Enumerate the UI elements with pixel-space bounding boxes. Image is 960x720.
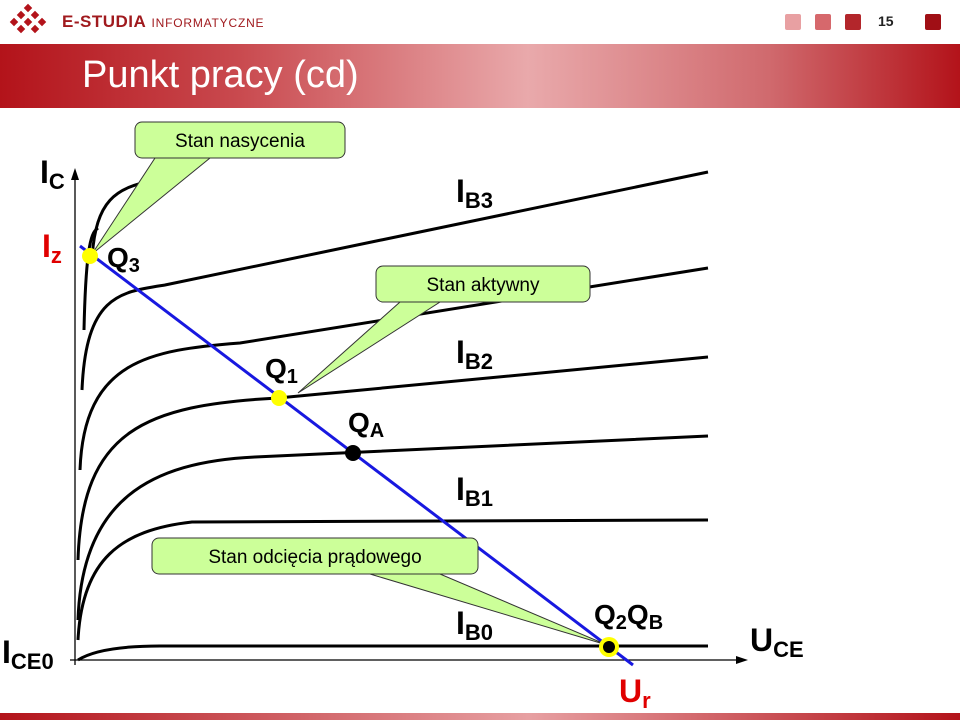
- label-iz: Iz: [42, 228, 62, 268]
- slide-title: Punkt pracy (cd): [82, 54, 359, 96]
- label-uce: UCE: [750, 622, 804, 662]
- nav-square-4: [925, 14, 941, 30]
- callout-active-text: Stan aktywny: [427, 275, 540, 296]
- title-bar: [0, 44, 960, 108]
- callout-saturation: Stan nasycenia: [91, 121, 346, 255]
- label-ic: IC: [40, 154, 65, 194]
- x-axis-arrow-icon: [736, 656, 748, 664]
- output-characteristics-diagram: Stan nasycenia Stan aktywny Stan odcięci…: [0, 108, 960, 713]
- curve-4: [76, 434, 709, 621]
- label-ib2: IB2: [456, 334, 493, 374]
- brand-sub: INFORMATYCZNE: [151, 16, 265, 30]
- curve-2: [78, 266, 709, 471]
- label-ib1: IB1: [456, 471, 493, 511]
- slide-header: E-STUDIA INFORMATYCZNE 15: [0, 0, 960, 44]
- nav-square-2: [815, 14, 831, 30]
- nav-square-3: [845, 14, 861, 30]
- footer-bar: [0, 713, 960, 720]
- point-q2qb: [603, 641, 615, 653]
- estudia-logo-icon: [9, 3, 47, 34]
- curve-3: [76, 355, 709, 561]
- curve-0: [82, 226, 99, 331]
- label-ib0: IB0: [456, 605, 493, 645]
- label-q1: Q1: [265, 353, 298, 388]
- point-q3: [82, 248, 98, 264]
- callout-saturation-text: Stan nasycenia: [175, 131, 305, 152]
- brand-main: E-STUDIA: [62, 12, 147, 31]
- label-q2qb: Q2QB: [594, 599, 663, 634]
- curve-ib0: [77, 644, 708, 662]
- page-number: 15: [878, 13, 894, 29]
- curve-5: [76, 518, 709, 641]
- callout-active: Stan aktywny: [297, 265, 591, 394]
- callout-cutoff: Stan odcięcia prądowego: [151, 537, 608, 646]
- nav-square-1: [785, 14, 801, 30]
- callout-cutoff-text: Stan odcięcia prądowego: [208, 547, 421, 568]
- label-ice0: ICE0: [2, 634, 54, 674]
- label-ur: Ur: [619, 673, 651, 713]
- point-qa: [345, 445, 361, 461]
- label-q3: Q3: [107, 242, 140, 277]
- y-axis-arrow-icon: [71, 168, 79, 180]
- brand-text: E-STUDIA INFORMATYCZNE: [62, 12, 264, 32]
- curve-1: [80, 170, 709, 391]
- label-ib3: IB3: [456, 173, 493, 213]
- point-q1: [271, 390, 287, 406]
- label-qa: QA: [348, 407, 384, 442]
